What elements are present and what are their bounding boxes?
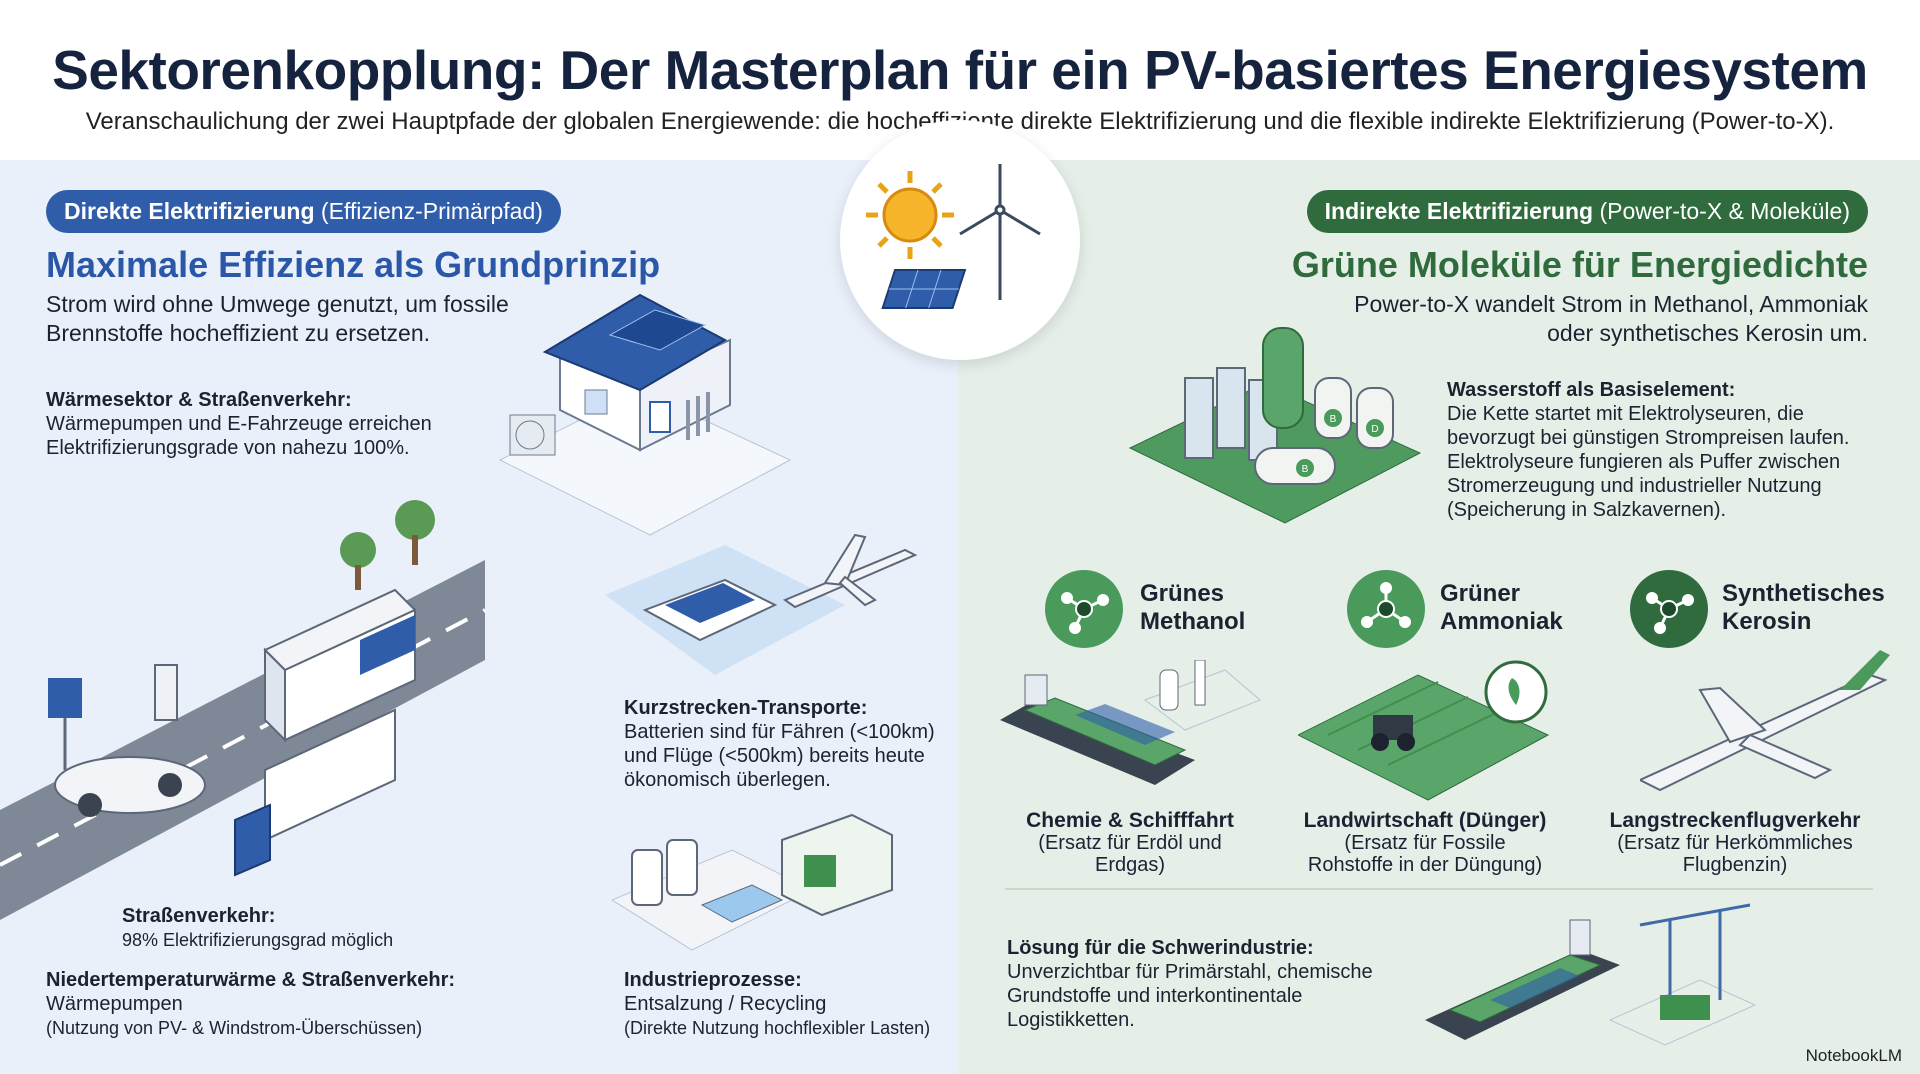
- industry-title: Industrieprozesse:: [624, 969, 802, 991]
- aviation-caption: Langstreckenflugverkehr (Ersatz für Herk…: [1570, 809, 1900, 877]
- industry-text: Entsalzung / Recycling: [624, 993, 827, 1015]
- kerosene-molecule-icon: [1630, 570, 1708, 648]
- electrolysis-plant-illustration: B D B: [1128, 327, 1422, 524]
- container-ship-chemical-plant-illustration: [1000, 660, 1261, 785]
- tank-label-d: D: [1371, 424, 1378, 435]
- chemistry-shipping-title: Chemie & Schifffahrt: [1026, 809, 1234, 832]
- page-title: Sektorenkopplung: Der Masterplan für ein…: [52, 39, 1868, 101]
- low-temp-heat-block: Niedertemperaturwärme & Straßenverkehr: …: [46, 968, 566, 1040]
- industry-note: (Direkte Nutzung hochflexibler Lasten): [624, 1018, 931, 1038]
- indirect-electrification-badge: Indirekte Elektrifizierung (Power-to-X &…: [1306, 190, 1868, 233]
- tank-label-b2: B: [1302, 464, 1309, 475]
- sun-wind-solar-icon: [866, 164, 1041, 309]
- right-heading: Grüne Moleküle für Energiedichte: [1291, 244, 1868, 285]
- chemistry-shipping-note: (Ersatz für Erdöl und Erdgas): [1038, 832, 1222, 876]
- cargo-ship-crane-illustration: [1425, 903, 1757, 1046]
- ferry-plane-illustration: [605, 533, 918, 675]
- road-traffic-title: Straßenverkehr:: [122, 905, 276, 927]
- agriculture-note: (Ersatz für Fossile Rohstoffe in der Dün…: [1307, 832, 1543, 876]
- road-traffic-block: Straßenverkehr: 98% Elektrifizierungsgra…: [46, 904, 426, 952]
- notebooklm-logo: NotebookLM: [1805, 1046, 1902, 1065]
- low-temp-heat-text: Wärmepumpen: [46, 993, 183, 1015]
- badge-rest: (Effizienz-Primärpfad): [314, 198, 543, 224]
- low-temp-heat-note: (Nutzung von PV- & Windstrom-Überschüsse…: [46, 1018, 423, 1038]
- heat-sector-block: Wärmesektor & Straßenverkehr: Wärmepumpe…: [46, 388, 486, 460]
- agriculture-title: Landwirtschaft (Dünger): [1303, 809, 1547, 832]
- section-divider: [1005, 888, 1873, 890]
- hydrogen-title: Wasserstoff als Basiselement:: [1447, 379, 1736, 401]
- short-transport-text: Batterien sind für Fähren (<100km) und F…: [624, 721, 935, 791]
- chemistry-shipping-caption: Chemie & Schifffahrt (Ersatz für Erdöl u…: [1010, 809, 1250, 877]
- heat-sector-title: Wärmesektor & Straßenverkehr:: [46, 389, 352, 411]
- aviation-title: Langstreckenflugverkehr: [1609, 809, 1861, 832]
- short-transport-block: Kurzstrecken-Transporte: Batterien sind …: [624, 696, 954, 792]
- heavy-industry-block: Lösung für die Schwerindustrie: Unverzic…: [1007, 936, 1427, 1032]
- hydrogen-text: Die Kette startet mit Elektrolyseuren, d…: [1447, 403, 1850, 521]
- desalination-recycling-illustration: [612, 813, 893, 951]
- right-intro: Power-to-X wandelt Strom in Methanol, Am…: [1354, 291, 1868, 346]
- long-haul-airplane-illustration: [1640, 650, 1890, 792]
- left-heading: Maximale Effizienz als Grundprinzip: [46, 244, 661, 285]
- renewables-emblem: [840, 120, 1080, 360]
- house-heatpump-illustration: [498, 293, 792, 536]
- badge-rest: (Power-to-X & Moleküle): [1593, 198, 1850, 224]
- hydrogen-block: Wasserstoff als Basiselement: Die Kette …: [1447, 378, 1897, 522]
- heat-sector-text: Wärmepumpen und E-Fahrzeuge erreichen El…: [46, 413, 432, 459]
- agriculture-caption: Landwirtschaft (Dünger) (Ersatz für Foss…: [1300, 809, 1550, 877]
- direct-electrification-badge: Direkte Elektrifizierung (Effizienz-Prim…: [46, 190, 561, 233]
- heavy-industry-text: Unverzichtbar für Primärstahl, chemische…: [1007, 961, 1373, 1031]
- tank-label-b1: B: [1330, 414, 1337, 425]
- badge-bold: Indirekte Elektrifizierung: [1324, 198, 1594, 224]
- aviation-note: (Ersatz für Herkömmliches Flugbenzin): [1617, 832, 1853, 876]
- ammonia-name: Grüner Ammoniak: [1440, 580, 1563, 635]
- low-temp-heat-title: Niedertemperaturwärme & Straßenverkehr:: [46, 969, 456, 991]
- road-traffic-text: 98% Elektrifizierungsgrad möglich: [122, 930, 394, 950]
- methanol-name: Grünes Methanol: [1140, 580, 1246, 635]
- short-transport-title: Kurzstrecken-Transporte:: [624, 697, 868, 719]
- methanol-molecule-icon: [1045, 570, 1123, 648]
- heavy-industry-title: Lösung für die Schwerindustrie:: [1007, 937, 1314, 959]
- road-ev-truck-illustration: [0, 500, 486, 920]
- tractor-field-illustration: [1298, 660, 1550, 801]
- ammonia-molecule-icon: [1347, 570, 1425, 648]
- industry-block: Industrieprozesse: Entsalzung / Recyclin…: [624, 968, 954, 1040]
- left-intro: Strom wird ohne Umwege genutzt, um fossi…: [46, 291, 509, 346]
- badge-bold: Direkte Elektrifizierung: [64, 198, 315, 224]
- kerosene-name: Synthetisches Kerosin: [1722, 580, 1885, 635]
